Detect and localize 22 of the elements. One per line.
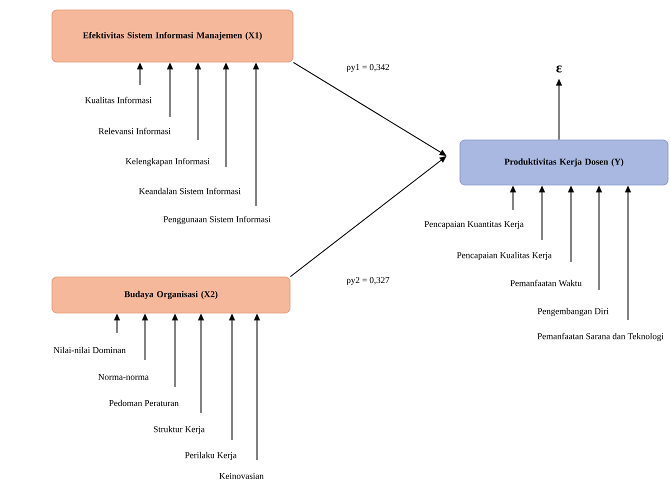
edge-label: ρy1 = 0,342 xyxy=(345,63,391,73)
indicator-label: Relevansi Informasi xyxy=(98,128,171,134)
indicator-label: Perilaku Kerja xyxy=(185,452,237,460)
indicator-label: Keinovasian xyxy=(219,472,264,479)
indicator-label: Kualitas Informasi xyxy=(85,96,152,104)
error-symbol: ε xyxy=(556,66,562,72)
indicator-label: Pedoman Peraturan xyxy=(109,400,179,406)
variable-box: Efektivitas Sistem Informasi Manajemen (X1) xyxy=(52,10,294,62)
variable-box: Budaya Organisasi (X2) xyxy=(52,276,290,314)
indicator-label: Keandalan Sistem Informasi xyxy=(138,188,241,194)
indicator-label: Pengembangan Diri xyxy=(538,308,609,316)
edge-label: ρy2 = 0,327 xyxy=(345,276,391,286)
indicator-label: Norma-norma xyxy=(98,374,149,380)
indicator-label: Pemanfaatan Sarana dan Teknologi xyxy=(537,332,664,342)
indicator-label: Struktur Kerja xyxy=(154,426,205,434)
indicator-label: Pencapaian Kuantitas Kerja xyxy=(424,221,524,229)
indicator-label: Penggunaan Sistem Informasi xyxy=(164,216,271,224)
indicator-label: Pencapaian Kualitas Kerja xyxy=(456,252,552,260)
indicator-label: Pemanfaatan Waktu xyxy=(510,280,582,286)
variable-box: Produktivitas Kerja Dosen (Y) xyxy=(460,140,668,186)
indicator-label: Nilai-nilai Dominan xyxy=(54,346,126,354)
indicator-label: Kelengkapan Informasi xyxy=(126,158,210,166)
